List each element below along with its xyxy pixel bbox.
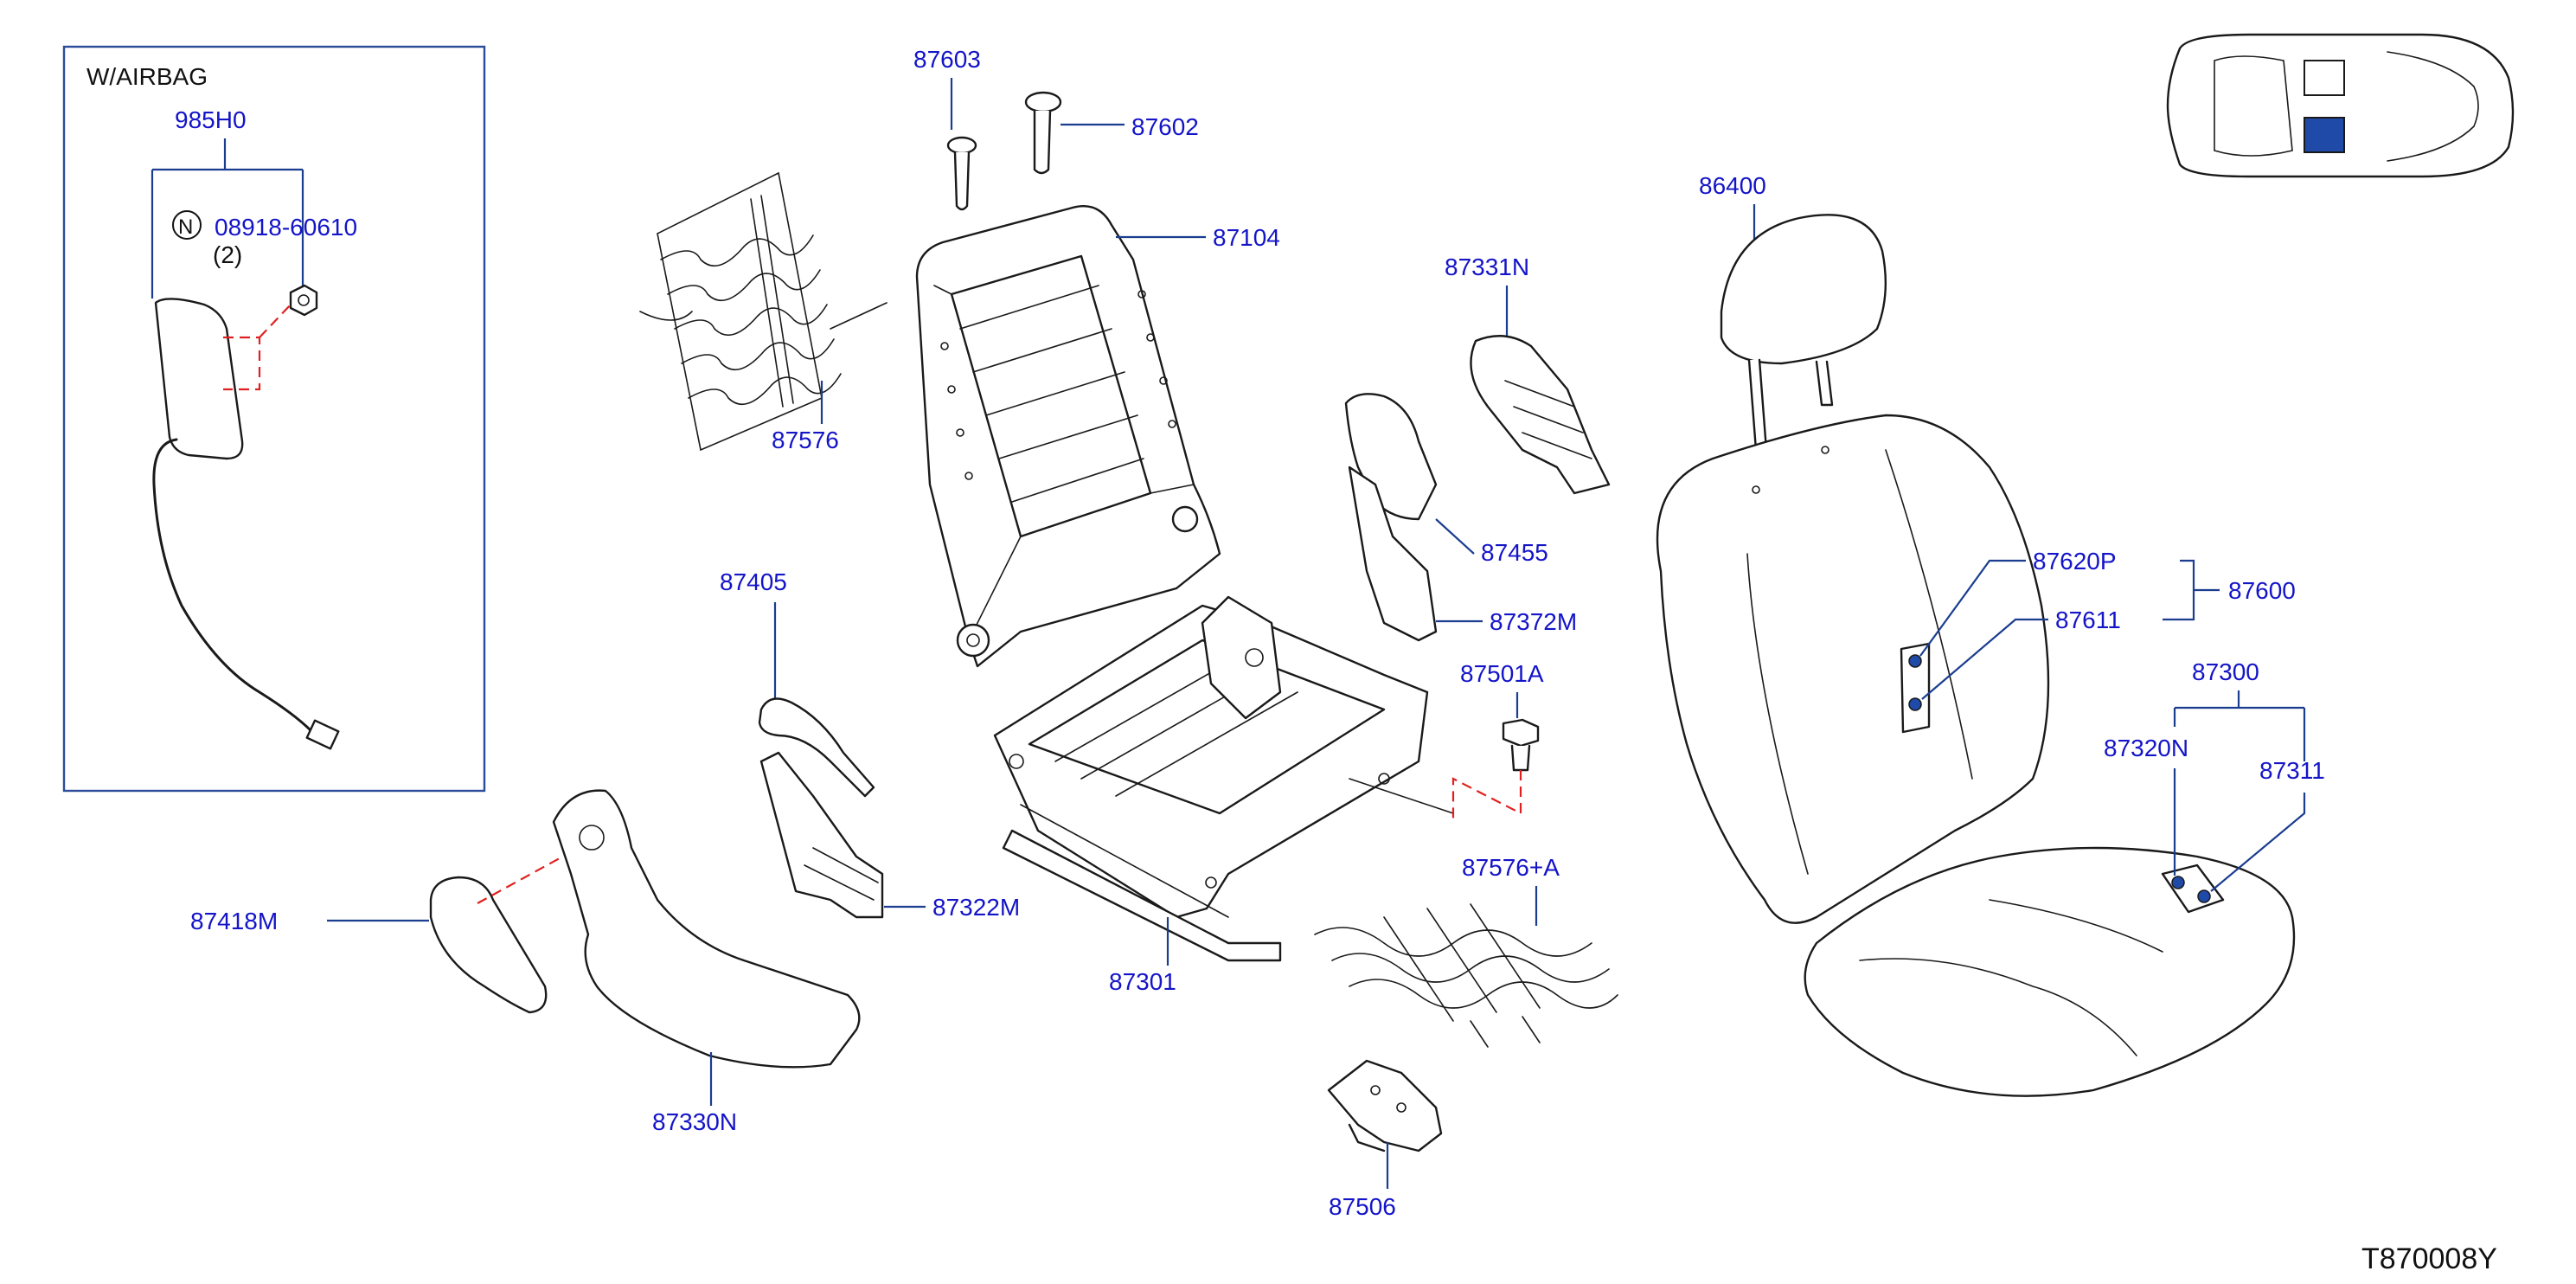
headrest-stay-left [1747, 358, 1768, 452]
label-87320N[interactable]: 87320N [2104, 735, 2188, 761]
n-symbol-letter: N [178, 215, 193, 239]
part-86400-headrest [1720, 214, 1887, 365]
label-08918-60610[interactable]: 08918-60610 [215, 214, 357, 241]
label-87405[interactable]: 87405 [720, 568, 787, 595]
trim-hole-b [1821, 446, 1829, 454]
part-87322M-cover [759, 751, 884, 919]
label-87301[interactable]: 87301 [1109, 968, 1176, 995]
label-87311[interactable]: 87311 [2259, 757, 2325, 784]
part-87320N-clip [2171, 876, 2185, 889]
label-87576A[interactable]: 87576+A [1462, 854, 1560, 881]
airbag-module-part [154, 298, 244, 460]
label-985H0[interactable]: 985H0 [175, 106, 247, 133]
leader-87311 [2210, 793, 2306, 892]
part-87602-fastener [1024, 91, 1062, 175]
diagram-code: T870008Y [2361, 1242, 2497, 1275]
part-87501A-bolt [1502, 718, 1540, 772]
label-87611[interactable]: 87611 [2055, 607, 2121, 633]
label-87455[interactable]: 87455 [1481, 539, 1548, 566]
leader-985H0 [151, 138, 304, 299]
part-87301-cushion-frame [993, 595, 1454, 962]
part-87104-back-frame [915, 205, 1221, 668]
airbag-inset-frame [62, 45, 486, 793]
label-87418M[interactable]: 87418M [190, 908, 278, 934]
part-87331N-ribs [1504, 380, 1592, 459]
part-87372M-finisher [1348, 465, 1438, 642]
leader-87611 [1921, 618, 2048, 700]
n-symbol-circle [172, 210, 202, 240]
label-87104[interactable]: 87104 [1213, 224, 1280, 251]
label-87322M[interactable]: 87322M [932, 894, 1020, 921]
label-87506[interactable]: 87506 [1329, 1193, 1396, 1220]
headrest-stay-right [1815, 360, 1834, 407]
airbag-harness-connector [305, 719, 340, 750]
airbag-nut-connector [223, 304, 292, 391]
part-87322M-detail [804, 847, 879, 901]
label-qty-2: (2) [213, 241, 242, 268]
seat-back-trim [1656, 414, 2050, 924]
seat-location-highlight [2304, 117, 2345, 153]
bolt-connector [1451, 770, 1522, 822]
nut-08918-60610-part [289, 284, 318, 317]
part-87506-foot [1348, 1123, 1386, 1152]
label-87603[interactable]: 87603 [913, 46, 981, 73]
label-87602[interactable]: 87602 [1131, 113, 1199, 140]
part-87506-hole-a [1370, 1085, 1381, 1095]
part-87330N-side-shield [552, 789, 861, 1069]
airbag-inset-title: W/AIRBAG [87, 63, 208, 90]
part-87405-bracket [758, 697, 875, 798]
seat-cushion-trim [1804, 846, 2296, 1097]
seat-back-trim-seam [1746, 449, 1973, 875]
label-87501A[interactable]: 87501A [1460, 660, 1544, 687]
part-87311-clip [2197, 889, 2211, 903]
part-87611-clip [1908, 697, 1922, 711]
leader-87620P [1919, 559, 2026, 657]
part-87506-bracket [1327, 1059, 1443, 1152]
part-87603-fastener [946, 136, 977, 211]
part-87331N-cover [1470, 335, 1611, 495]
label-86400[interactable]: 86400 [1699, 172, 1766, 199]
label-87600[interactable]: 87600 [2228, 577, 2296, 604]
label-87300[interactable]: 87300 [2192, 658, 2259, 685]
part-87506-hole-b [1396, 1102, 1407, 1113]
part-87418M-knob-cover [429, 876, 548, 1014]
part-87576A-cushion-spring [1314, 903, 1618, 1048]
leader-87600-bracket [2163, 559, 2220, 621]
leader-87455 [1435, 518, 1475, 555]
label-87331N[interactable]: 87331N [1445, 254, 1529, 280]
side-shield-hole [579, 825, 605, 851]
vehicle-location-map [2166, 33, 2515, 178]
part-87620P-clip-base [1900, 642, 1931, 734]
label-87330N[interactable]: 87330N [652, 1108, 737, 1135]
label-87620P[interactable]: 87620P [2033, 548, 2117, 575]
seat-location-upper [2304, 60, 2345, 96]
label-87372M[interactable]: 87372M [1490, 608, 1577, 635]
trim-hole-a [1752, 485, 1760, 494]
part-87576-spring-grid [639, 171, 888, 452]
part-87620P-clip [1908, 654, 1922, 668]
label-87576[interactable]: 87576 [772, 427, 839, 453]
seat-cushion-seam [1859, 899, 2163, 1056]
leader-87300-bracket [2173, 690, 2306, 761]
airbag-harness [152, 438, 313, 733]
airbag-inset: W/AIRBAG 985H0 N 08918-60610 (2) [62, 45, 486, 793]
